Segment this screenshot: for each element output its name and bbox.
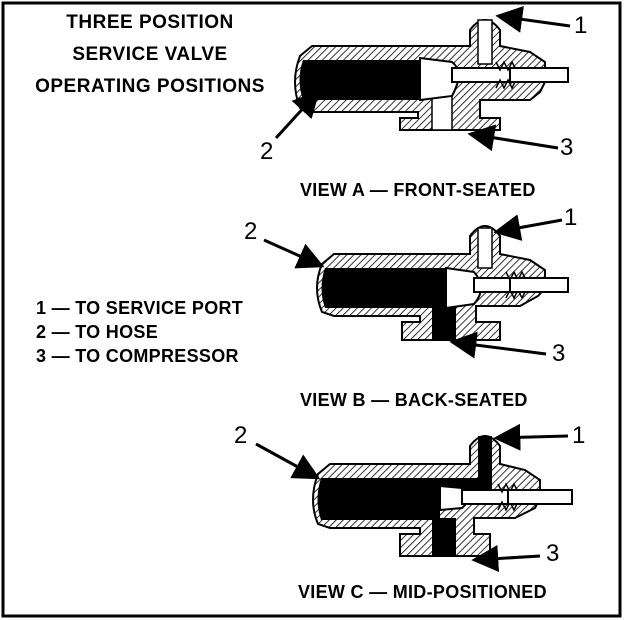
- valve-view-a: [294, 19, 569, 131]
- callout-a-1: 1: [574, 12, 588, 39]
- arrow-a-2: [274, 90, 320, 140]
- arrow-c-2: [255, 442, 321, 480]
- valve-b-compressor-bore: [432, 306, 456, 340]
- arrow-c-3: [471, 545, 541, 573]
- valve-a-compressor-bore: [431, 95, 453, 131]
- callout-c-1: 1: [572, 422, 586, 449]
- valve-a-hose-passage: [299, 60, 420, 100]
- arrow-b-1: [493, 214, 563, 241]
- valve-a-thread: [495, 60, 517, 90]
- valve-a-stem-shaft: [509, 67, 569, 83]
- valve-c-service-bore: [478, 436, 492, 486]
- valve-c-stem-shaft: [507, 489, 573, 505]
- valve-b-service-bore: [477, 227, 493, 269]
- valve-c-stem: [461, 489, 509, 505]
- callout-b-2: 2: [244, 218, 258, 245]
- valve-c-compressor-bore: [432, 518, 456, 556]
- callout-a-3: 3: [560, 134, 574, 161]
- valve-b-stem: [473, 277, 511, 293]
- legend-item-1: 1 — TO SERVICE PORT: [36, 298, 244, 318]
- valve-b-stem-shaft: [509, 277, 569, 293]
- valve-c-hose-passage: [317, 478, 440, 520]
- arrow-a-1: [495, 5, 571, 33]
- legend-item-3: 3 — TO COMPRESSOR: [36, 346, 239, 366]
- callout-b-3: 3: [552, 340, 566, 367]
- title-line-2: SERVICE VALVE: [72, 44, 228, 65]
- caption-view-b: VIEW B — BACK-SEATED: [300, 390, 528, 410]
- valve-view-b: [316, 225, 569, 341]
- caption-view-a: VIEW A — FRONT-SEATED: [300, 180, 536, 200]
- valve-a-stem: [451, 67, 511, 83]
- arrow-c-1: [493, 423, 569, 451]
- callout-c-2: 2: [234, 422, 248, 449]
- valve-a-service-bore: [477, 19, 493, 65]
- valve-c-thread: [497, 482, 519, 512]
- callout-b-1: 1: [564, 204, 578, 231]
- arrow-b-3: [449, 331, 547, 359]
- valve-view-c: [312, 435, 573, 557]
- caption-view-c: VIEW C — MID-POSITIONED: [298, 582, 547, 602]
- arrow-b-2: [263, 238, 325, 269]
- arrow-a-3: [467, 124, 559, 152]
- valve-b-hose-passage: [321, 268, 446, 308]
- callout-c-3: 3: [546, 540, 560, 567]
- title-line-1: THREE POSITION: [66, 12, 234, 33]
- title-line-3: OPERATING POSITIONS: [35, 76, 265, 97]
- callout-a-2: 2: [260, 138, 274, 165]
- callout-arrows: [255, 5, 571, 573]
- legend-item-2: 2 — TO HOSE: [36, 322, 158, 342]
